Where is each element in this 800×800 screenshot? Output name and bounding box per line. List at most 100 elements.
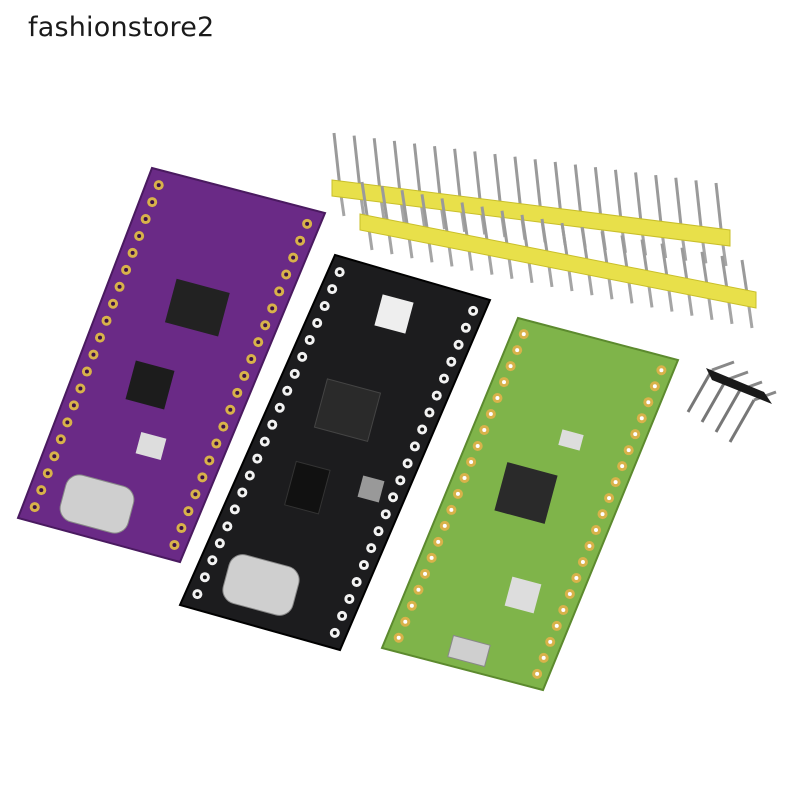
pad-hole	[256, 340, 261, 345]
button	[357, 475, 385, 503]
pad-hole	[456, 342, 461, 347]
pad-hole	[337, 270, 342, 275]
pin	[711, 360, 735, 372]
pad-hole	[255, 456, 260, 461]
pad-hole	[124, 267, 129, 272]
pad-hole	[354, 580, 359, 585]
pad-hole	[488, 412, 493, 417]
pin	[613, 169, 623, 226]
pad-hole	[633, 432, 638, 437]
pad-hole	[117, 284, 122, 289]
pad-hole	[607, 496, 612, 501]
pad-hole	[305, 221, 310, 226]
usb-c-port	[59, 474, 135, 534]
pad-hole	[508, 364, 513, 369]
pad-hole	[396, 635, 401, 640]
pad-hole	[535, 671, 540, 676]
pad-hole	[567, 591, 572, 596]
pin	[453, 148, 463, 204]
black-board	[178, 253, 492, 652]
pin	[392, 140, 402, 197]
pad-hole	[78, 386, 83, 391]
flash-chip	[125, 360, 175, 410]
pad-hole	[340, 613, 345, 618]
header-plastic	[331, 179, 731, 247]
pad-hole	[298, 238, 303, 243]
pad-hole	[442, 523, 447, 528]
pad-hole	[202, 575, 207, 580]
pad-hole	[436, 539, 441, 544]
pad-hole	[521, 332, 526, 337]
pad-hole	[502, 380, 507, 385]
long-pin-header-2	[359, 181, 757, 329]
pad-hole	[247, 473, 252, 478]
pad-hole	[217, 541, 222, 546]
pad-hole	[71, 403, 76, 408]
pad-hole	[330, 287, 335, 292]
pin	[513, 156, 523, 212]
pad-hole	[639, 416, 644, 421]
watermark-text: fashionstore2	[28, 12, 215, 43]
pad-hole	[580, 560, 585, 565]
pad-hole	[442, 376, 447, 381]
pad-hole	[91, 352, 96, 357]
pad-hole	[232, 507, 237, 512]
pad-hole	[376, 529, 381, 534]
usb-c-port	[222, 554, 300, 616]
pad-hole	[646, 400, 651, 405]
pad-hole	[277, 289, 282, 294]
pad-hole	[403, 619, 408, 624]
pad-hole	[270, 306, 275, 311]
pad-hole	[332, 630, 337, 635]
bootsel-button	[504, 576, 542, 614]
pad-hole	[228, 407, 233, 412]
pad-hole	[659, 368, 664, 373]
pad-hole	[285, 388, 290, 393]
header-plastic	[706, 368, 772, 404]
pad-hole	[554, 623, 559, 628]
pad-hole	[104, 318, 109, 323]
pad-hole	[210, 558, 215, 563]
pad-hole	[561, 607, 566, 612]
pad-hole	[277, 405, 282, 410]
pad-hole	[235, 390, 240, 395]
pad-hole	[495, 396, 500, 401]
pin	[686, 369, 714, 413]
pad-hole	[97, 335, 102, 340]
pad-hole	[214, 441, 219, 446]
pad-hole	[52, 454, 57, 459]
pin	[493, 153, 503, 210]
pad-hole	[195, 592, 200, 597]
pad-hole	[369, 546, 374, 551]
pad-hole	[412, 444, 417, 449]
pad-hole	[249, 357, 254, 362]
pad-hole	[405, 461, 410, 466]
pad-hole	[416, 587, 421, 592]
pad-hole	[39, 488, 44, 493]
pad-hole	[593, 528, 598, 533]
pin	[412, 143, 422, 199]
pad-hole	[300, 354, 305, 359]
pad-hole	[449, 507, 454, 512]
pad-hole	[193, 492, 198, 497]
rp2040-chip	[494, 462, 558, 524]
pad-hole	[84, 369, 89, 374]
pad-hole	[58, 437, 63, 442]
pad-hole	[475, 443, 480, 448]
micro-usb-port	[447, 634, 491, 668]
mcu-chip	[313, 378, 382, 443]
pad-hole	[284, 272, 289, 277]
pad-hole	[626, 448, 631, 453]
pad-hole	[292, 371, 297, 376]
pad-hole	[240, 490, 245, 495]
pad-hole	[587, 544, 592, 549]
pad-hole	[270, 422, 275, 427]
pin	[533, 159, 543, 215]
pad-hole	[427, 410, 432, 415]
rgb-led	[374, 294, 414, 334]
pin	[372, 138, 382, 194]
pad-hole	[200, 475, 205, 480]
pad-hole	[263, 323, 268, 328]
pad-hole	[347, 596, 352, 601]
pad-hole	[391, 495, 396, 500]
